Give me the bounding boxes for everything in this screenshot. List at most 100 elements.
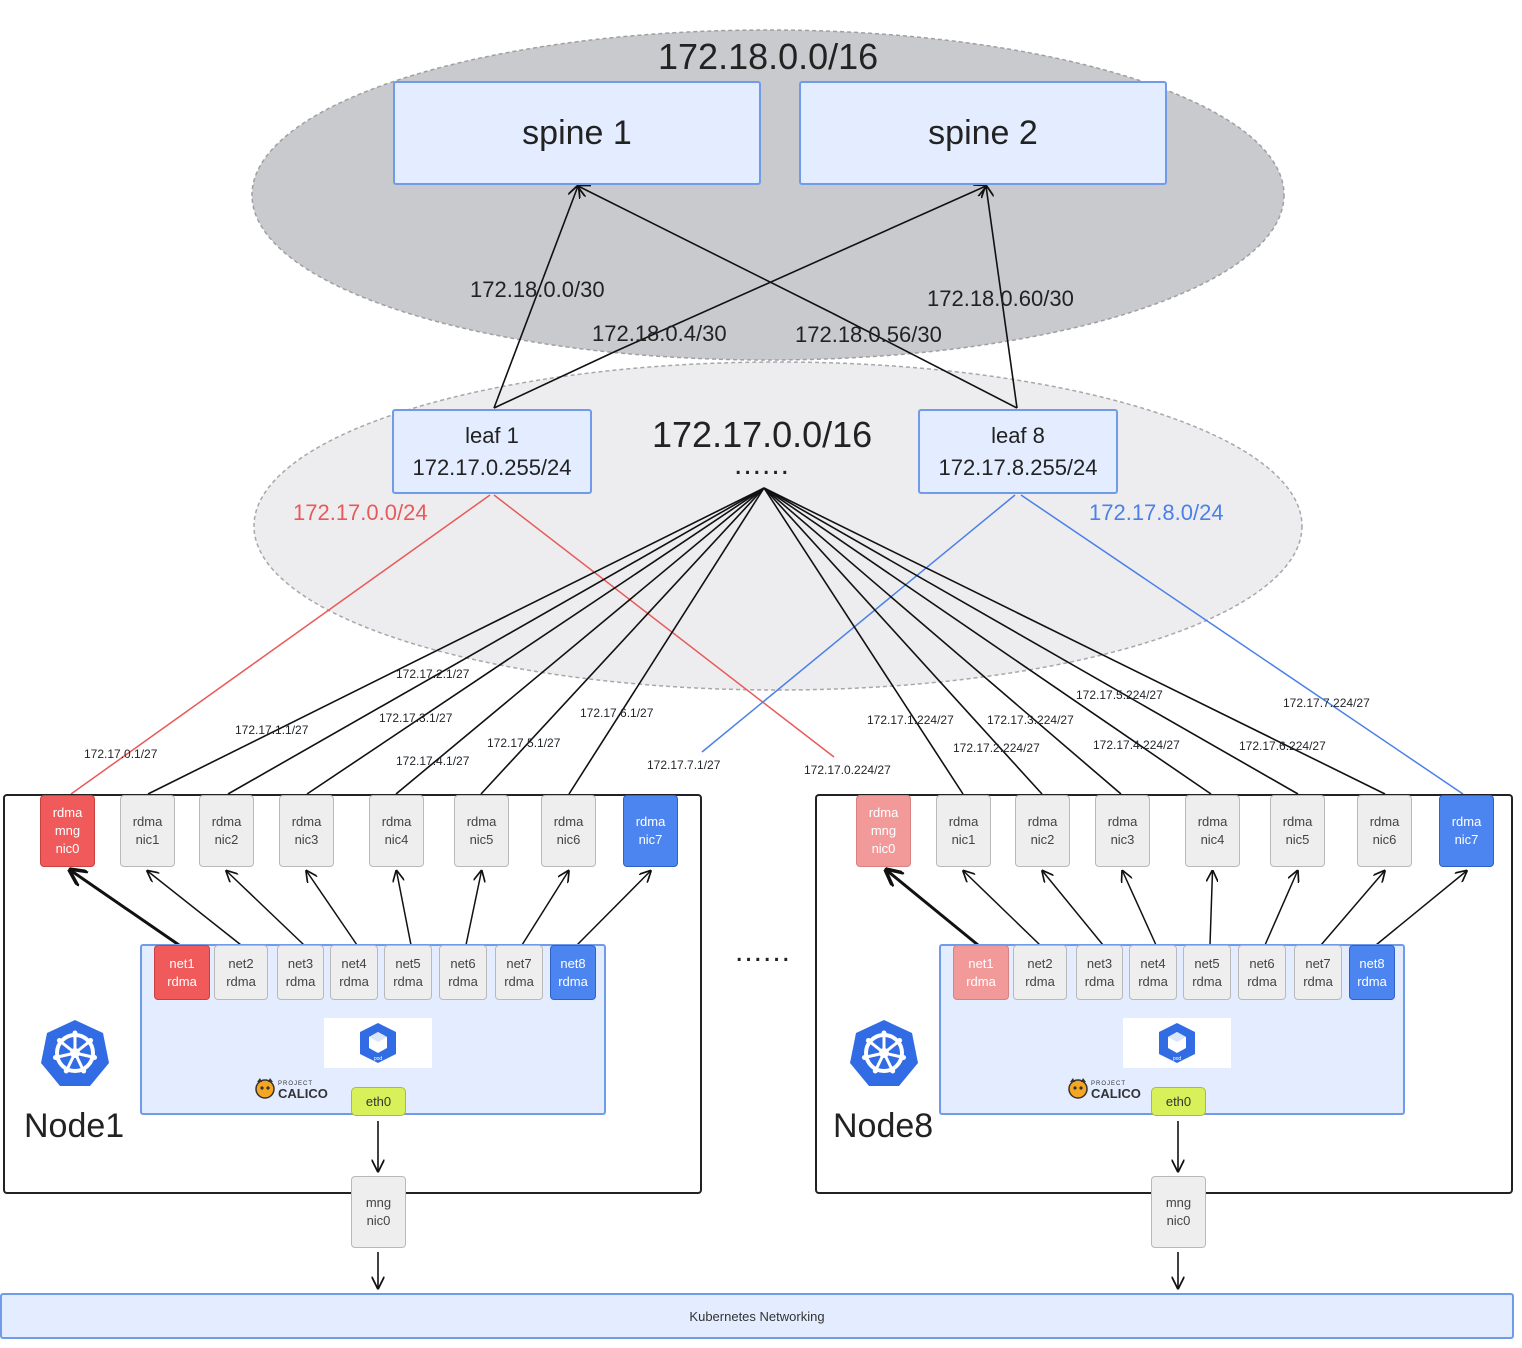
spine-link-label: 172.18.0.4/30 xyxy=(592,321,727,346)
spine-label: spine 2 xyxy=(928,113,1038,152)
node-name: Node1 xyxy=(24,1107,125,1145)
nic-text-line: nic2 xyxy=(1030,832,1055,847)
calico-text: CALICO xyxy=(1091,1086,1141,1101)
nic-text-line: nic5 xyxy=(469,832,494,847)
leaf-8[interactable]: leaf 8 172.17.8.255/24 xyxy=(918,409,1118,494)
nic-text-line: mng xyxy=(365,1195,392,1210)
kubernetes-networking-bar: Kubernetes Networking xyxy=(0,1293,1514,1339)
net-to-nic-arrow xyxy=(307,871,358,946)
leaf-name: leaf 8 xyxy=(991,422,1045,448)
net-to-nic-arrow xyxy=(227,871,305,946)
nic-text-line: rdma xyxy=(948,814,979,829)
eth0-interface[interactable]: eth0 xyxy=(351,1087,406,1116)
eth0-interface[interactable]: eth0 xyxy=(1151,1087,1206,1116)
leaf-1[interactable]: leaf 1 172.17.0.255/24 xyxy=(392,409,592,494)
leaf-nic-link xyxy=(395,487,765,795)
nic-text-line: nic0 xyxy=(871,841,896,856)
spine-leaf-link xyxy=(578,186,833,314)
nic-text-line: net2 xyxy=(1027,955,1053,971)
spine-2[interactable]: spine 2 xyxy=(799,81,1167,185)
pod-cube-icon: pod xyxy=(360,1023,396,1063)
pod-icon-frame: pod xyxy=(1123,1018,1231,1068)
nic-text-line: net2 xyxy=(228,955,254,971)
nic-text-line: rdma xyxy=(1138,973,1168,989)
node1-subnet-label: 172.17.5.1/27 xyxy=(487,736,561,750)
net-to-nic-arrow xyxy=(521,871,569,946)
nic-text-line: net1 xyxy=(169,955,195,971)
net-to-nic-arrow xyxy=(1043,871,1104,946)
calico-project-text: PROJECT xyxy=(278,1081,314,1087)
nic-text-line: net4 xyxy=(341,955,367,971)
eth0-label: eth0 xyxy=(365,1094,392,1109)
spine-1[interactable]: spine 1 xyxy=(393,81,761,185)
net-rdma-interface[interactable]: net4 rdma xyxy=(330,945,378,1000)
nic-text-line: rdma xyxy=(339,973,369,989)
nic-text-line: rdma xyxy=(1282,814,1313,829)
spine-leaf-link xyxy=(831,312,1018,409)
net-to-nic-arrow xyxy=(397,871,412,946)
nic-text-line: rdma xyxy=(1084,973,1115,989)
nic-text-line: rdma xyxy=(553,814,584,829)
node8-subnet-label: 172.17.4.224/27 xyxy=(1093,738,1180,752)
node1-subnet-label: 172.17.7.1/27 xyxy=(647,758,721,772)
net-to-nic-arrow xyxy=(1320,871,1385,946)
nic-text-line: nic7 xyxy=(1454,832,1479,847)
nic-text-line: nic4 xyxy=(384,832,409,847)
spine-zone-ellipse xyxy=(251,29,1285,361)
node8-subnet-label: 172.17.3.224/27 xyxy=(987,713,1074,727)
nic-text-line: net5 xyxy=(1194,955,1220,971)
leaf-8-subnet: 172.17.8.0/24 xyxy=(1089,500,1224,525)
net-to-nic-arrow xyxy=(964,871,1041,946)
leaf-nic-link xyxy=(227,487,765,795)
nic-text-line: nic6 xyxy=(556,832,581,847)
rdma-nic[interactable]: rdma nic1 xyxy=(936,795,991,867)
leaf8-node1-link xyxy=(701,494,1016,753)
leaf-nic-link xyxy=(763,487,1299,795)
nic-text-line: net7 xyxy=(506,955,532,971)
eth0-label: eth0 xyxy=(1165,1094,1192,1109)
nic-text-line: rdma xyxy=(132,814,163,829)
spine-leaf-link xyxy=(493,351,615,409)
nic-text-line: nic1 xyxy=(951,832,976,847)
spine-link-label: 172.18.0.0/30 xyxy=(470,277,605,302)
rdma-nic[interactable]: rdma nic6 xyxy=(541,795,596,867)
leaf-nic-link xyxy=(763,487,1122,795)
node1-subnet-label: 172.17.1.1/27 xyxy=(235,723,309,737)
net-to-nic-arrow xyxy=(465,871,482,946)
nic-text-line: net8 xyxy=(1359,955,1385,971)
calico-cat-icon xyxy=(1068,1078,1088,1099)
node1-subnet-label: 172.17.2.1/27 xyxy=(396,667,470,681)
